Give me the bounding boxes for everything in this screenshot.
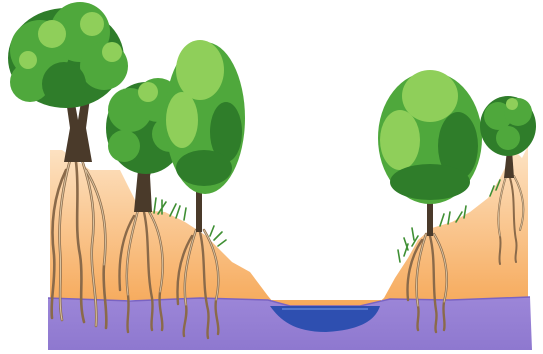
right-small-tree-canopy (480, 96, 536, 156)
left-large-oak-canopy (8, 2, 128, 108)
right-conifer-canopy (378, 70, 482, 204)
left-conifer-tree (165, 40, 245, 232)
left-conifer-canopy (165, 40, 245, 194)
right-conifer-tree (378, 70, 482, 236)
